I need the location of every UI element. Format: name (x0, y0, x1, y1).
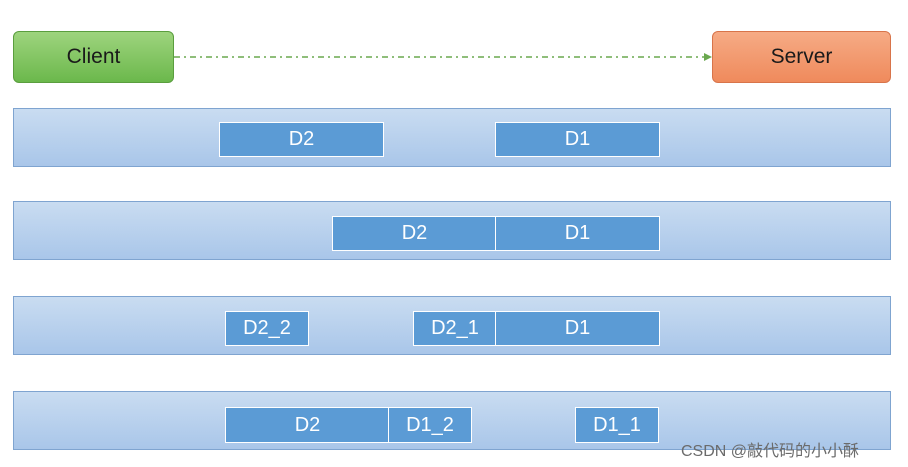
packet-d1: D1 (495, 311, 660, 346)
tcp-stream-lane-1: D2 D1 (13, 108, 891, 167)
packet-d2: D2 (225, 407, 390, 443)
tcp-stream-lane-3: D2_2 D2_1 D1 (13, 296, 891, 355)
packet-d1-2: D1_2 (388, 407, 472, 443)
packet-d1-1: D1_1 (575, 407, 659, 443)
packet-d2-2: D2_2 (225, 311, 309, 346)
tcp-stream-lane-4: D2 D1_2 D1_1 (13, 391, 891, 450)
server-node: Server (712, 31, 891, 83)
packet-d2: D2 (332, 216, 497, 251)
tcp-stream-lane-2: D2 D1 (13, 201, 891, 260)
packet-d2: D2 (219, 122, 384, 157)
client-node: Client (13, 31, 174, 83)
packet-d2-1: D2_1 (413, 311, 497, 346)
watermark: CSDN @敲代码的小小酥 (681, 443, 860, 460)
packet-d1: D1 (495, 122, 660, 157)
connection-arrow (174, 53, 712, 61)
packet-d1: D1 (495, 216, 660, 251)
